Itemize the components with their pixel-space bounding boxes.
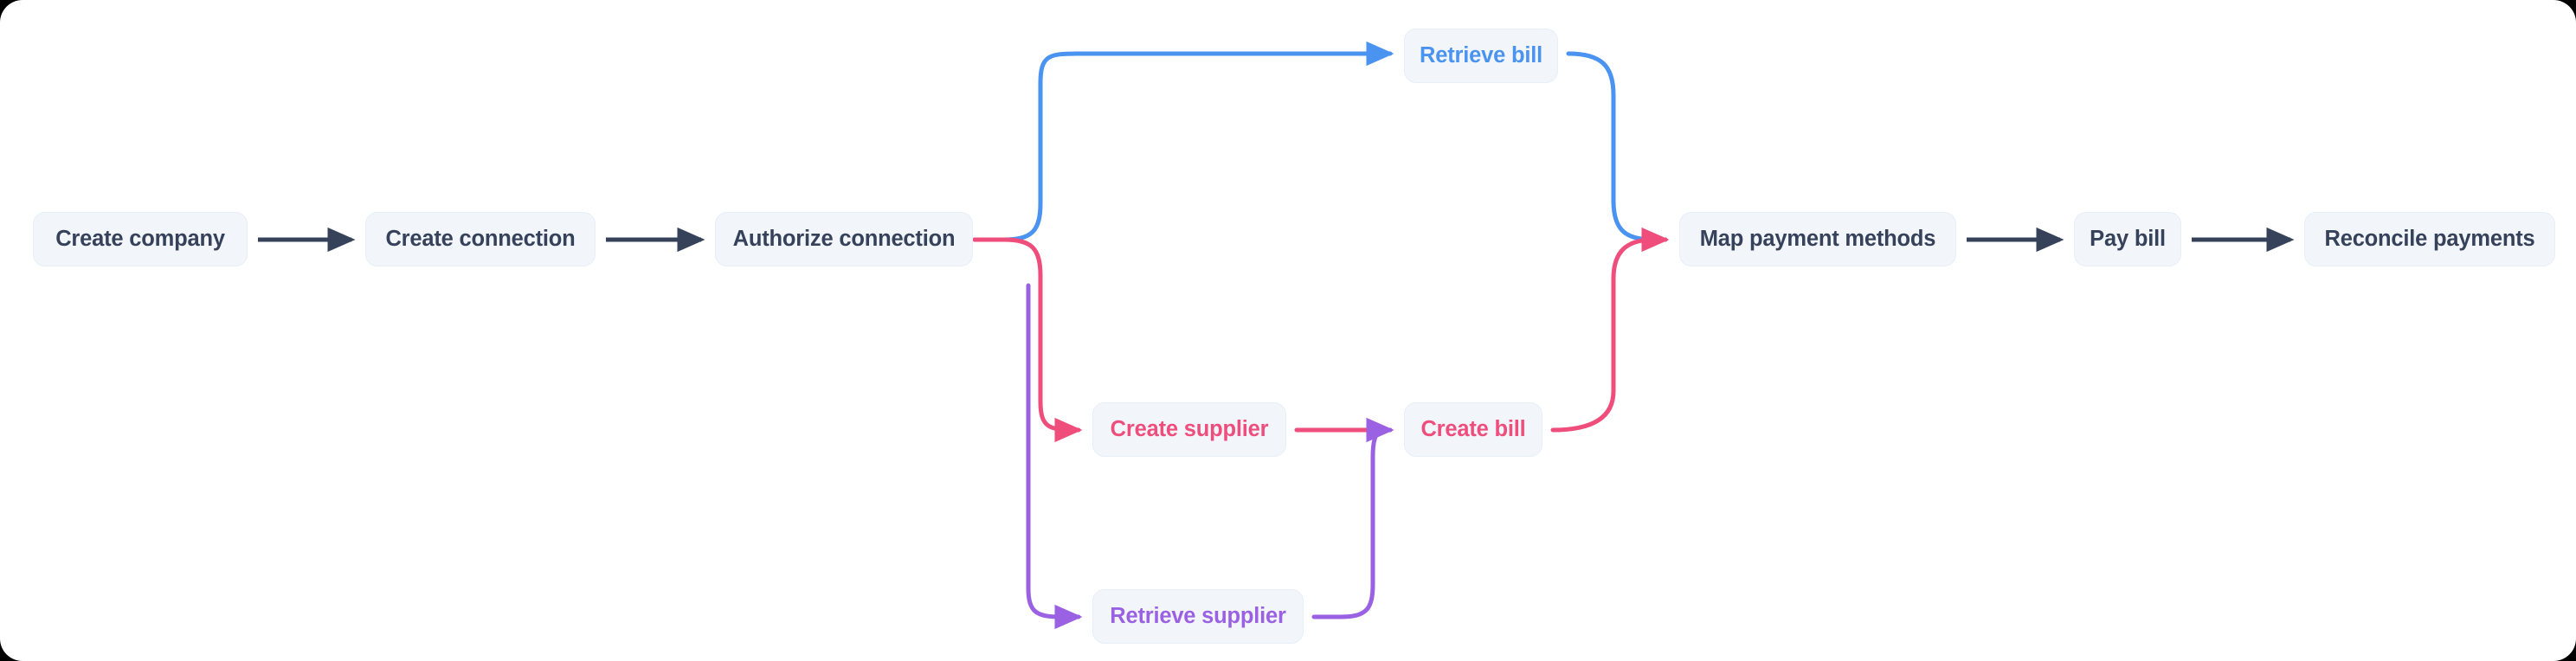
node-label: Authorize connection (732, 226, 956, 251)
node-create-supplier[interactable]: Create supplier (1092, 402, 1286, 457)
node-pay-bill[interactable]: Pay bill (2074, 212, 2181, 266)
node-create-company[interactable]: Create company (33, 212, 248, 266)
node-label: Reconcile payments (2324, 226, 2535, 251)
node-label: Retrieve bill (1420, 42, 1542, 67)
node-reconcile-payments[interactable]: Reconcile payments (2304, 212, 2555, 266)
edge-authorize-connection-to-retrieve-supplier (1026, 283, 1083, 630)
node-label: Create bill (1420, 416, 1526, 441)
node-label: Pay bill (2090, 226, 2166, 251)
node-create-bill[interactable]: Create bill (1404, 402, 1542, 457)
node-label: Map payment methods (1699, 226, 1936, 251)
node-label: Retrieve supplier (1110, 603, 1286, 628)
edge-create-bill-to-map-payment-methods (1550, 227, 1670, 433)
node-create-connection[interactable]: Create connection (365, 212, 596, 266)
edge-retrieve-supplier-to-create-bill (1311, 417, 1394, 619)
node-retrieve-supplier[interactable]: Retrieve supplier (1092, 589, 1304, 644)
node-label: Create company (55, 226, 225, 251)
node-label: Create supplier (1110, 416, 1269, 441)
node-retrieve-bill[interactable]: Retrieve bill (1404, 29, 1558, 83)
edge-authorize-connection-to-retrieve-bill (972, 41, 1394, 242)
node-map-payment-methods[interactable]: Map payment methods (1679, 212, 1956, 266)
edge-retrieve-bill-to-map-payment-methods (1566, 51, 1668, 242)
node-label: Create connection (385, 226, 576, 251)
node-authorize-connection[interactable]: Authorize connection (715, 212, 973, 266)
edge-authorize-connection-to-create-supplier (972, 237, 1083, 443)
